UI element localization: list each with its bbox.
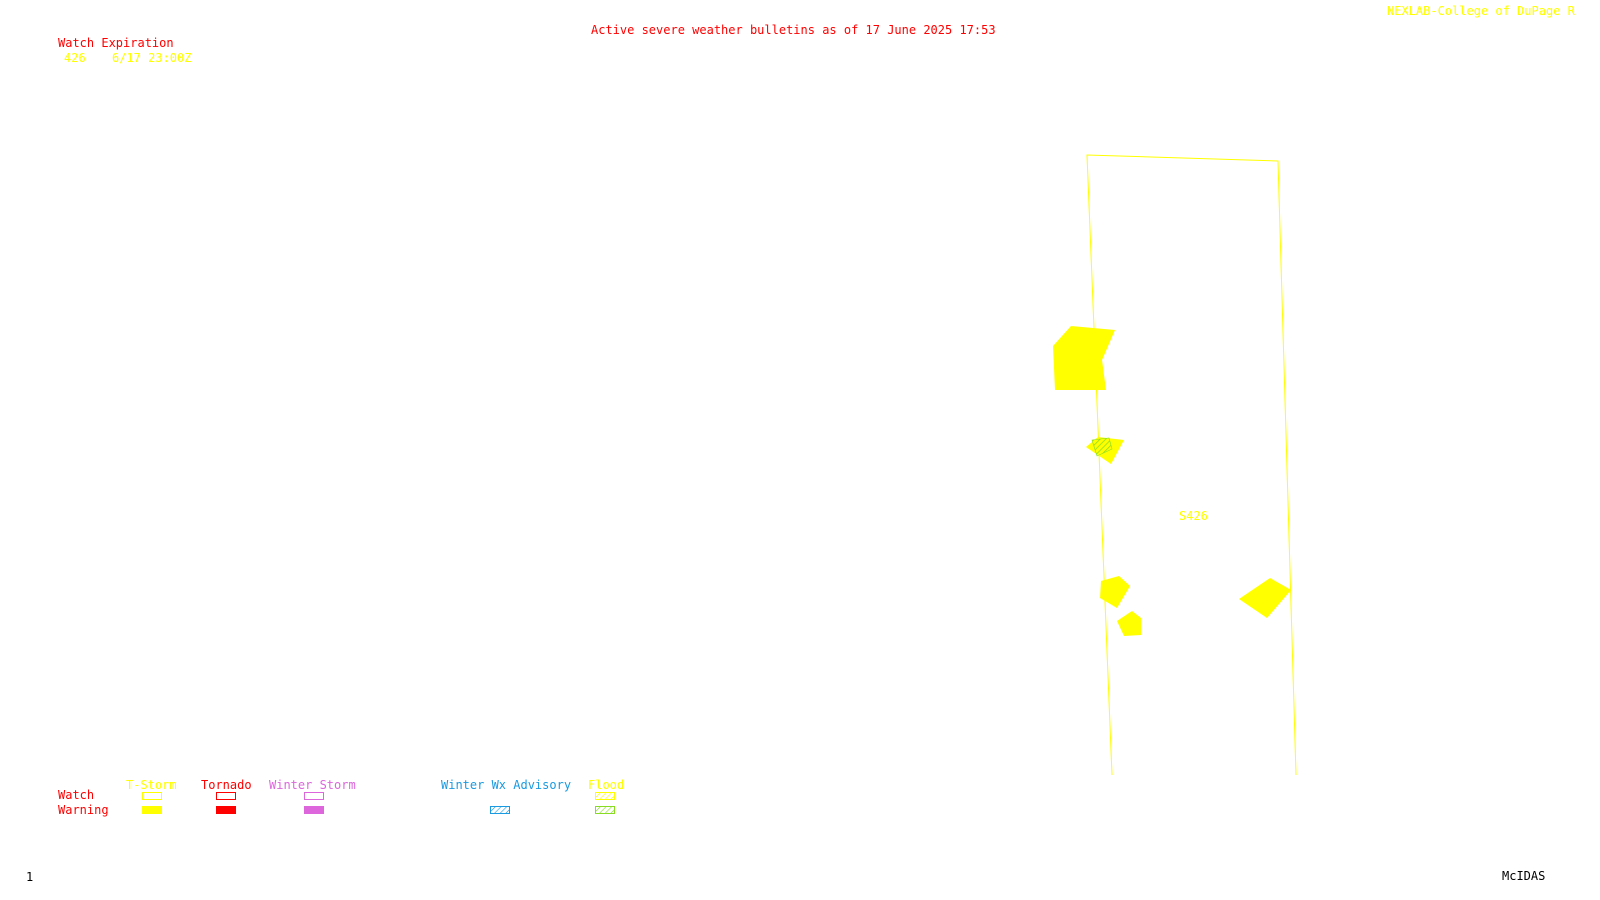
tstorm-warning-polygon: [1239, 578, 1291, 618]
legend-swatch-tstorm-warning: [142, 806, 162, 814]
legend-swatch-tstorm-watch: [142, 792, 162, 800]
legend-swatch-flood-warning: [595, 806, 615, 814]
credit-text: NEXLAB-College of DuPage R: [1387, 4, 1575, 18]
legend-swatch-winter-storm-watch: [304, 792, 324, 800]
legend-swatch-winter-storm-warning: [304, 806, 324, 814]
tstorm-warning-polygon: [1117, 611, 1141, 636]
legend-row-watch: Watch: [58, 788, 95, 802]
legend-col-winter-storm: Winter Storm: [269, 778, 356, 792]
watch-expiration-heading: Watch Expiration: [58, 36, 174, 50]
watch-expiration-number: 426: [64, 51, 86, 65]
tstorm-warning-polygon: [1053, 326, 1115, 390]
legend-swatch-flood-watch: [595, 792, 615, 800]
legend-swatch-tornado-watch: [216, 792, 236, 800]
watch-expiration-time: 6/17 23:00Z: [112, 51, 192, 65]
software-label: McIDAS: [1502, 869, 1546, 883]
flood-warning-polygon: [1091, 437, 1113, 457]
legend-col-tstorm: T-Storm: [126, 778, 177, 792]
legend-col-winter-advisory: Winter Wx Advisory: [441, 778, 572, 792]
frame-number: 1: [26, 870, 34, 884]
legend-col-flood: Flood: [588, 778, 625, 792]
legend-swatch-winter-advisory: [490, 806, 510, 814]
bulletin-title: Active severe weather bulletins as of 17…: [591, 23, 996, 37]
watch-426-outline: [1086, 154, 1297, 776]
legend-swatch-tornado-warning: [216, 806, 236, 814]
legend-row-warning: Warning: [58, 803, 109, 817]
tstorm-warning-polygon: [1100, 576, 1130, 608]
watch-426-label: S426: [1179, 509, 1208, 523]
legend-col-tornado: Tornado: [201, 778, 252, 792]
